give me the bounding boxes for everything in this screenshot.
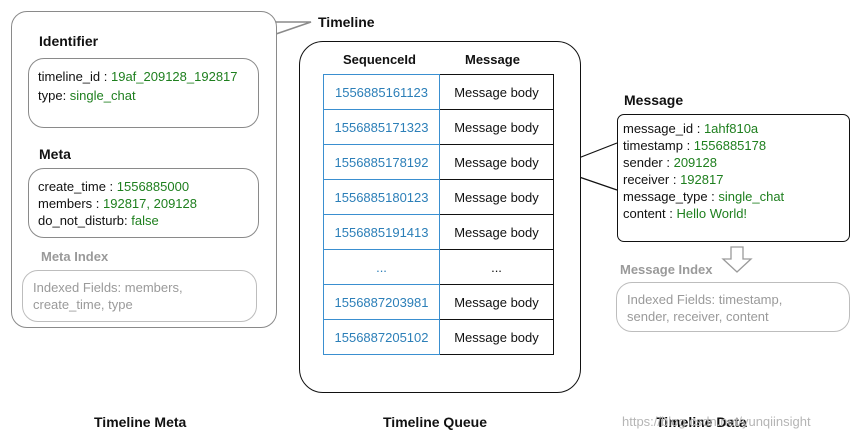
- sequence-id-cell: 1556887203981: [323, 284, 440, 320]
- type-line: type: single_chat: [38, 87, 136, 104]
- content-value: Hello World!: [676, 206, 748, 221]
- sequence-id-cell: 1556885191413: [323, 214, 440, 250]
- meta-title: Meta: [39, 146, 71, 162]
- create-time-value: 1556885000: [116, 179, 190, 194]
- message-index-title: Message Index: [620, 262, 713, 277]
- meta-box: create_time : 1556885000 members : 19281…: [28, 168, 259, 238]
- sequence-id-cell: 1556885180123: [323, 179, 440, 215]
- caption-timeline-data: Timeline Data: [656, 414, 747, 430]
- identifier-box: timeline_id : 19af_209128_192817 type: s…: [28, 58, 259, 128]
- meta-index-line-1: Indexed Fields: members,: [33, 280, 183, 295]
- sequence-id-header: SequenceId: [343, 52, 416, 67]
- content-line: content : Hello World!: [623, 205, 747, 222]
- message-body-cell: Message body: [439, 284, 554, 320]
- sequence-id-cell: 1556887205102: [323, 319, 440, 355]
- message-type-line: message_type : single_chat: [623, 188, 784, 205]
- meta-index-title: Meta Index: [41, 249, 109, 264]
- timeline-id-line: timeline_id : 19af_209128_192817: [38, 68, 238, 85]
- timestamp-value: 1556885178: [693, 138, 767, 153]
- sender-line: sender : 209128: [623, 154, 717, 171]
- message-header: Message: [465, 52, 520, 67]
- message-body-cell: Message body: [439, 179, 554, 215]
- caption-timeline-meta: Timeline Meta: [94, 414, 187, 430]
- message-body-cell: Message body: [439, 109, 554, 145]
- sequence-id-cell: 1556885171323: [323, 109, 440, 145]
- members-line: members : 192817, 209128: [38, 195, 197, 212]
- message-id-key: message_id :: [623, 121, 704, 136]
- timeline-id-value: 19af_209128_192817: [110, 69, 238, 84]
- meta-index-box: Indexed Fields: members, create_time, ty…: [22, 270, 257, 322]
- message-title: Message: [624, 92, 684, 108]
- identifier-title: Identifier: [39, 33, 99, 49]
- message-body-cell: Message body: [439, 214, 554, 250]
- do-not-disturb-key: do_not_disturb:: [38, 213, 132, 228]
- sequence-id-cell: ...: [323, 249, 440, 285]
- message-type-key: message_type :: [623, 189, 719, 204]
- message-body-cell: Message body: [439, 144, 554, 180]
- message-body-cell: ...: [439, 249, 554, 285]
- message-index-box: Indexed Fields: timestamp, sender, recei…: [616, 282, 850, 332]
- type-value: single_chat: [69, 88, 136, 103]
- queue-row: ......: [323, 249, 554, 285]
- receiver-line: receiver : 192817: [623, 171, 723, 188]
- create-time-key: create_time :: [38, 179, 117, 194]
- timeline-callout-line: [275, 21, 312, 35]
- watermark: https://blog.csdn.net/yunqiinsight: [622, 414, 811, 429]
- timestamp-key: timestamp :: [623, 138, 694, 153]
- type-key: type:: [38, 88, 70, 103]
- timeline-id-key: timeline_id :: [38, 69, 111, 84]
- caption-timeline-queue: Timeline Queue: [383, 414, 487, 430]
- message-index-line-1: Indexed Fields: timestamp,: [627, 292, 783, 307]
- message-body-cell: Message body: [439, 319, 554, 355]
- do-not-disturb-line: do_not_disturb: false: [38, 212, 159, 229]
- members-key: members :: [38, 196, 104, 211]
- sequence-id-cell: 1556885161123: [323, 74, 440, 110]
- do-not-disturb-value: false: [131, 213, 159, 228]
- members-value: 192817, 209128: [103, 196, 197, 211]
- receiver-key: receiver :: [623, 172, 681, 187]
- sender-value: 209128: [673, 155, 717, 170]
- message-index-arrow-icon: [721, 246, 753, 273]
- meta-index-line-2: create_time, type: [33, 297, 133, 312]
- sequence-id-cell: 1556885178192: [323, 144, 440, 180]
- timestamp-line: timestamp : 1556885178: [623, 137, 766, 154]
- message-box: message_id : 1ahf810a timestamp : 155688…: [617, 114, 850, 242]
- timeline-label: Timeline: [318, 14, 375, 30]
- message-id-value: 1ahf810a: [703, 121, 759, 136]
- message-body-cell: Message body: [439, 74, 554, 110]
- receiver-value: 192817: [680, 172, 724, 187]
- message-type-value: single_chat: [718, 189, 785, 204]
- create-time-line: create_time : 1556885000: [38, 178, 189, 195]
- message-id-line: message_id : 1ahf810a: [623, 120, 758, 137]
- content-key: content :: [623, 206, 677, 221]
- message-index-line-2: sender, receiver, content: [627, 309, 769, 324]
- sender-key: sender :: [623, 155, 674, 170]
